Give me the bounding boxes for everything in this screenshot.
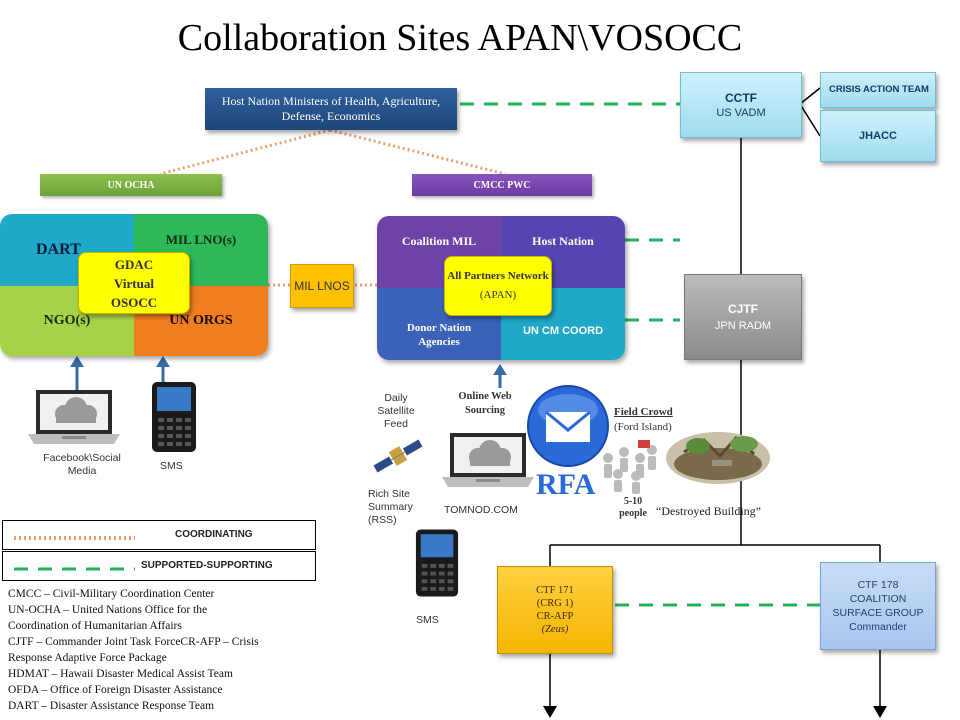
sms-label-2: SMS: [416, 614, 439, 626]
un-ocha-label: UN OCHA: [107, 179, 155, 191]
ctf-171-line1: CTF 171: [536, 585, 574, 596]
ctf-178-line4: Commander: [849, 621, 907, 633]
crisis-action-team-box: CRISIS ACTION TEAM: [820, 72, 936, 108]
legend-line-samples: [14, 536, 135, 571]
rfa-label: RFA: [536, 468, 596, 501]
apan-acronym: (APAN): [479, 289, 517, 301]
mil-lnos-box-label: MIL LNOS: [294, 278, 350, 293]
donor-nation-label: Donor Nation Agencies: [406, 322, 472, 348]
satellite-icon: [373, 439, 423, 473]
crisis-action-team-label: CRISIS ACTION TEAM: [829, 84, 929, 95]
legend-supported-label: SUPPORTED-SUPPORTING: [141, 560, 273, 571]
acronym-0: CMCC – Civil-Military Coordination Cente…: [8, 588, 215, 600]
apan-label: All Partners Network: [447, 270, 549, 282]
virtual-label: Virtual: [114, 275, 154, 291]
field-crowd-label: Field Crowd: [614, 406, 673, 418]
online-web-sourcing-label: Online Web Sourcing: [458, 391, 512, 416]
ctf-171-line4: (Zeus): [541, 624, 569, 635]
host-nation-label: Host Nation: [532, 234, 594, 248]
people-count-label: 5-10 people: [619, 496, 647, 519]
ctf-171-box: CTF 171 (CRG 1) CR-AFP (Zeus): [497, 566, 613, 654]
cctf-title: CCTF: [725, 91, 757, 105]
legend-coordinating-label: COORDINATING: [175, 529, 253, 540]
gdac-virtual-osocc-box: GDAC Virtual OSOCC: [78, 252, 190, 314]
legend-coordinating: COORDINATING: [2, 520, 316, 550]
ngos-label: NGO(s): [43, 313, 91, 328]
page-title: Collaboration Sites APAN\VOSOCC: [177, 17, 743, 59]
tomnod-label: TOMNOD.COM: [444, 504, 518, 516]
coalition-mil-label: Coalition MIL: [401, 234, 477, 248]
acronym-3: CJTF – Commander Joint Task ForceCR-AFP …: [8, 636, 259, 648]
facebook-social-media-label: Facebook\Social Media: [43, 452, 121, 477]
cjtf-box: CJTF JPN RADM: [684, 274, 802, 360]
un-orgs-label: UN ORGS: [169, 313, 233, 328]
mil-lnos-label: MIL LNO(s): [165, 232, 237, 247]
crowd-people-icon: [603, 440, 657, 494]
ctf-178-line2: COALITION: [849, 593, 907, 605]
un-orgs-quadrant: UN ORGS: [134, 286, 268, 356]
laptop-cloud-icon: [28, 390, 120, 444]
un-ocha-bar: UN OCHA: [40, 174, 222, 196]
host-nation-ministers-label: Host Nation Ministers of Health, Agricul…: [221, 94, 441, 123]
ctf-178-box: CTF 178 COALITION SURFACE GROUP Commande…: [820, 562, 936, 650]
gdac-label: GDAC: [114, 256, 154, 272]
cjtf-sub: JPN RADM: [714, 320, 772, 332]
cmcc-pwc-label: CMCC PWC: [473, 179, 531, 191]
jhacc-label: JHACC: [859, 130, 897, 142]
sms-label-1: SMS: [160, 460, 183, 472]
phone-icon: [152, 382, 196, 452]
laptop-cloud-icon-2: [442, 433, 534, 487]
cmcc-pwc-bar: CMCC PWC: [412, 174, 592, 196]
cctf-box: CCTF US VADM: [680, 72, 802, 138]
rich-site-summary-label: Rich Site Summary (RSS): [368, 488, 413, 526]
envelope-icon: [527, 385, 609, 467]
destroyed-building-label: “Destroyed Building”: [656, 504, 761, 518]
ctf-171-line3: CR-AFP: [536, 611, 574, 622]
acronym-1: UN-OCHA – United Nations Office for the: [8, 604, 208, 616]
phone-icon-2: [415, 529, 459, 597]
acronym-4: Response Adaptive Force Package: [8, 652, 167, 664]
destroyed-building-image: [666, 432, 770, 484]
cjtf-title: CJTF: [728, 302, 758, 316]
ctf-178-line3: SURFACE GROUP: [832, 607, 924, 619]
acronym-6: OFDA – Office of Foreign Disaster Assist…: [8, 684, 223, 696]
cctf-sub: US VADM: [716, 107, 766, 119]
daily-satellite-feed-label: Daily Satellite Feed: [377, 392, 415, 430]
ctf-171-line2: (CRG 1): [536, 598, 574, 609]
dart-label: DART: [36, 241, 81, 258]
ctf-178-line1: CTF 178: [857, 579, 899, 591]
jhacc-box: JHACC: [820, 110, 936, 162]
ford-island-label: (Ford Island): [614, 421, 672, 433]
acronym-2: Coordination of Humanitarian Affairs: [8, 620, 182, 632]
acronym-7: DART – Disaster Assistance Response Team: [8, 700, 215, 712]
acronym-5: HDMAT – Hawaii Disaster Medical Assist T…: [8, 668, 233, 680]
legend-supported-supporting: SUPPORTED-SUPPORTING: [2, 551, 316, 581]
osocc-label: OSOCC: [110, 294, 158, 310]
mil-lnos-box: MIL LNOS: [290, 264, 354, 308]
host-nation-ministers-box: Host Nation Ministers of Health, Agricul…: [205, 88, 457, 130]
apan-box: All Partners Network (APAN): [444, 256, 552, 316]
un-cm-coord-label: UN CM COORD: [522, 325, 604, 337]
